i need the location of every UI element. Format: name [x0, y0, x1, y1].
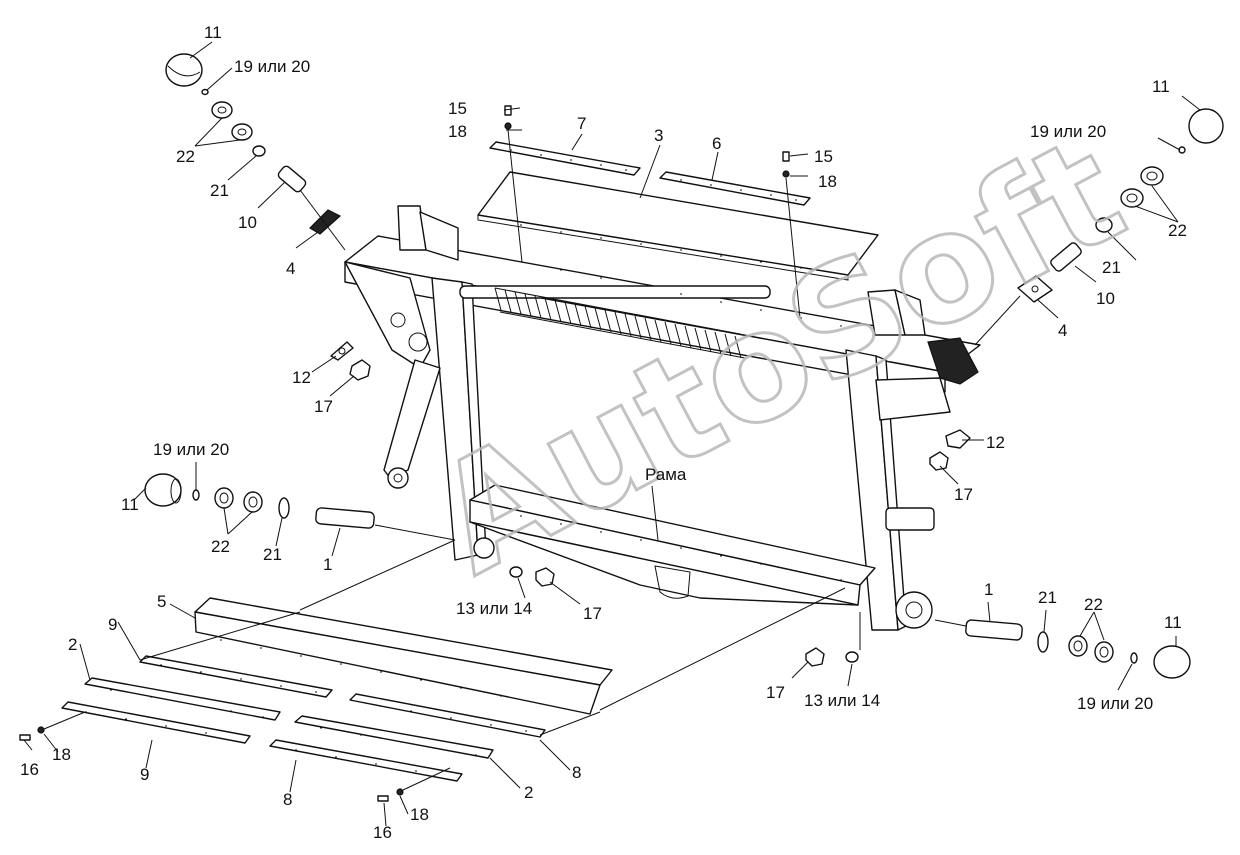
label-17-right: 17 [954, 485, 973, 504]
label-2-right: 2 [524, 783, 533, 802]
upper-right-assembly [929, 108, 1224, 471]
label-15-top: 15 [448, 99, 467, 118]
strip-9-upper [139, 655, 333, 698]
label-19or20-bottom-right: 19 или 20 [1077, 694, 1153, 713]
main-frame [344, 205, 981, 631]
label-22-bottom-right: 22 [1084, 595, 1103, 614]
strip-7 [489, 141, 641, 176]
label-19or20-top-left: 19 или 20 [234, 57, 310, 76]
right-axle-assembly [805, 612, 1191, 679]
label-4-right: 4 [1058, 321, 1067, 340]
label-13or14-bottom: 13 или 14 [804, 691, 880, 710]
strip-8-upper [349, 693, 546, 738]
strip-8-lower [269, 739, 463, 782]
label-22-mid-left: 22 [211, 537, 230, 556]
label-21-top-left: 21 [210, 181, 229, 200]
label-18-right: 18 [818, 172, 837, 191]
label-9-upper: 9 [108, 615, 117, 634]
label-11-mid-left: 11 [121, 495, 139, 514]
label-6: 6 [712, 134, 721, 153]
label-1-right: 1 [984, 580, 993, 599]
label-9-lower: 9 [140, 765, 149, 784]
strip-6 [659, 171, 811, 206]
fasteners-top [504, 105, 801, 319]
strip-2-right [294, 715, 494, 759]
label-19or20-mid-left: 19 или 20 [153, 440, 229, 459]
label-16-bottom: 16 [373, 823, 392, 842]
label-10-right: 10 [1096, 289, 1115, 308]
cover-panel-5 [194, 597, 613, 715]
label-18-top: 18 [448, 122, 467, 141]
label-1-left: 1 [323, 555, 332, 574]
upper-left-assembly [165, 53, 371, 381]
label-11-bottom-right: 11 [1164, 613, 1182, 632]
label-17-left: 17 [314, 397, 333, 416]
label-17-bottom: 17 [766, 683, 785, 702]
label-22-top-right: 22 [1168, 221, 1187, 240]
label-7: 7 [577, 114, 586, 133]
label-10-left: 10 [238, 213, 257, 232]
label-3: 3 [654, 126, 663, 145]
label-22-top-left: 22 [176, 147, 195, 166]
label-5: 5 [157, 592, 166, 611]
label-18-left: 18 [52, 745, 71, 764]
label-21-mid-left: 21 [263, 545, 282, 564]
label-2-left: 2 [68, 635, 77, 654]
label-12-left: 12 [292, 368, 311, 387]
label-11-top-right: 11 [1152, 77, 1170, 96]
label-frame: Рама [645, 465, 687, 484]
cover-plate-3 [477, 171, 879, 281]
strip-9-lower [61, 701, 251, 744]
label-21-right: 21 [1102, 258, 1121, 277]
label-4-left: 4 [286, 259, 295, 278]
label-21-bottom-right: 21 [1038, 588, 1057, 607]
fasteners-bottom [19, 711, 451, 802]
leader-lines [23, 41, 1201, 827]
label-16-left: 16 [20, 760, 39, 779]
label-15-right: 15 [814, 147, 833, 166]
label-17-center: 17 [583, 604, 602, 623]
part-labels: 11 19 или 20 22 21 10 4 12 17 15 18 7 3 … [20, 23, 1187, 842]
label-13or14-center: 13 или 14 [456, 599, 532, 618]
label-19or20-top-right: 19 или 20 [1030, 122, 1106, 141]
label-11-top-left: 11 [204, 23, 222, 42]
label-12-right: 12 [986, 433, 1005, 452]
label-8-upper: 8 [572, 763, 581, 782]
left-axle-assembly [144, 473, 555, 587]
label-18-bottom: 18 [410, 805, 429, 824]
label-8-lower: 8 [283, 790, 292, 809]
